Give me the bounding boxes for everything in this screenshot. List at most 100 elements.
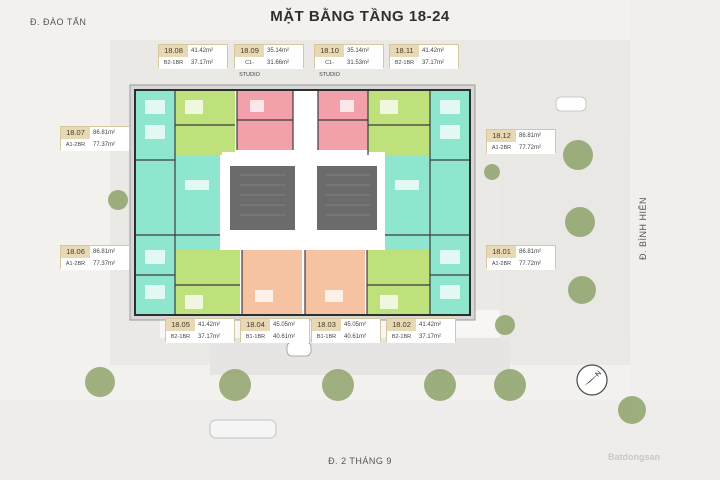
unit-type: A1-2BR xyxy=(487,258,516,270)
unit-area-gross: 86.81m² xyxy=(516,246,555,258)
unit-area-net: 37.17m² xyxy=(195,331,234,343)
unit-code: 18.05 xyxy=(166,319,195,331)
tree xyxy=(563,140,593,170)
unit-code: 18.06 xyxy=(61,246,90,258)
core-right xyxy=(317,166,377,230)
compass-icon: N xyxy=(576,364,608,396)
unit-18-03-plan xyxy=(305,250,365,315)
unit-type: B2-1BR xyxy=(387,331,416,343)
unit-area-net: 40.61m² xyxy=(341,331,380,343)
car-icon xyxy=(209,419,277,439)
tree xyxy=(85,367,115,397)
unit-area-net: 31.53m² xyxy=(344,57,383,69)
unit-area-gross: 35.14m² xyxy=(264,45,303,57)
unit-18-11-plan xyxy=(368,90,430,155)
core-left xyxy=(230,166,295,230)
unit-type: C1-STUDIO xyxy=(315,57,344,78)
page-title: MẶT BẰNG TẦNG 18-24 xyxy=(270,8,450,25)
unit-area-gross: 41.42m² xyxy=(195,319,234,331)
tree xyxy=(568,276,596,304)
unit-code: 18.02 xyxy=(387,319,416,331)
unit-type: B1-1BR xyxy=(241,331,270,343)
corridor-horizontal xyxy=(220,232,385,248)
tree xyxy=(495,315,515,335)
unit-18-12-wing xyxy=(385,155,430,235)
corridor-center xyxy=(295,90,317,170)
unit-type: B2-1BR xyxy=(159,57,188,69)
unit-18-05-plan xyxy=(175,250,240,315)
unit-code: 18.11 xyxy=(390,45,419,57)
unit-18-12-plan xyxy=(430,90,470,235)
unit-area-gross: 86.81m² xyxy=(90,127,129,139)
unit-area-net: 77.37m² xyxy=(90,258,129,270)
tree xyxy=(322,369,354,401)
unit-area-net: 77.72m² xyxy=(516,142,555,154)
unit-18-07-wing xyxy=(175,155,220,235)
unit-area-net: 77.72m² xyxy=(516,258,555,270)
street-label-bottom: Đ. 2 THÁNG 9 xyxy=(328,456,392,466)
unit-code: 18.09 xyxy=(235,45,264,57)
trees xyxy=(85,140,646,424)
unit-area-net: 77.37m² xyxy=(90,139,129,151)
tree xyxy=(618,396,646,424)
unit-type: B2-1BR xyxy=(166,331,195,343)
unit-area-net: 31.66m² xyxy=(264,57,303,69)
unit-code: 18.10 xyxy=(315,45,344,57)
unit-area-gross: 86.81m² xyxy=(90,246,129,258)
unit-18-07-plan xyxy=(135,90,175,235)
compass-label: N xyxy=(594,370,603,379)
unit-area-gross: 41.42m² xyxy=(416,319,455,331)
car-icon xyxy=(286,341,312,357)
side-lawn-right xyxy=(500,130,630,340)
unit-18-02-plan xyxy=(367,250,430,315)
unit-type: A1-2BR xyxy=(487,142,516,154)
unit-code: 18.12 xyxy=(487,130,516,142)
unit-type: B1-1BR xyxy=(312,331,341,343)
watermark-text: Batdongsan xyxy=(608,452,661,462)
unit-type: A1-2BR xyxy=(61,258,90,270)
partition-walls xyxy=(135,90,470,315)
building-wall xyxy=(134,89,471,316)
unit-area-net: 37.17m² xyxy=(419,57,458,69)
tree xyxy=(565,207,595,237)
furniture xyxy=(145,100,460,309)
unit-code: 18.07 xyxy=(61,127,90,139)
car-icon xyxy=(555,96,587,112)
tree xyxy=(219,369,251,401)
unit-code: 18.08 xyxy=(159,45,188,57)
street-label-top: Đ. ĐÀO TẤN xyxy=(30,17,87,27)
unit-area-gross: 41.42m² xyxy=(419,45,458,57)
stair-lines xyxy=(240,174,370,216)
tree xyxy=(424,369,456,401)
tree xyxy=(484,164,500,180)
unit-type: C1-STUDIO xyxy=(235,57,264,78)
unit-area-net: 37.17m² xyxy=(416,331,455,343)
unit-area-gross: 35.14m² xyxy=(344,45,383,57)
unit-area-gross: 45.05m² xyxy=(341,319,380,331)
unit-18-08-plan xyxy=(175,90,235,155)
tree xyxy=(494,369,526,401)
unit-area-gross: 86.81m² xyxy=(516,130,555,142)
unit-area-net: 40.61m² xyxy=(270,331,309,343)
unit-area-gross: 41.42m² xyxy=(188,45,227,57)
tree xyxy=(108,190,128,210)
unit-code: 18.04 xyxy=(241,319,270,331)
unit-area-net: 37.17m² xyxy=(188,57,227,69)
unit-code: 18.03 xyxy=(312,319,341,331)
unit-type: A1-2BR xyxy=(61,139,90,151)
unit-18-04-plan xyxy=(242,250,302,315)
bottom-road xyxy=(0,400,720,480)
